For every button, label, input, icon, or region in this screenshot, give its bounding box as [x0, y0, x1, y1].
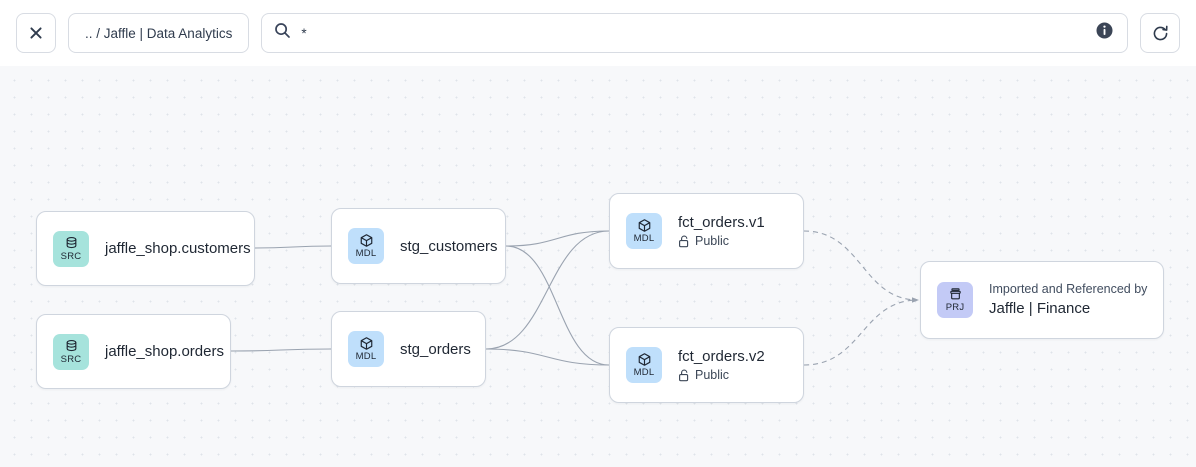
source-badge-label: SRC: [60, 250, 82, 262]
node-title: Jaffle | Finance: [989, 300, 1091, 317]
unlock-icon: [678, 235, 690, 248]
node-label-group: fct_orders.v1 Public: [678, 213, 765, 249]
source-badge: SRC: [53, 230, 89, 267]
model-badge: MDL: [348, 331, 384, 367]
edge-v1-to-project: [803, 230, 919, 303]
node-stg-customers[interactable]: MDL stg_customers: [331, 208, 506, 284]
edge-stg-customers-to-v1: [505, 230, 610, 247]
search-box[interactable]: [261, 13, 1128, 53]
close-button[interactable]: [16, 13, 56, 53]
edge-v2-to-project: [803, 297, 919, 366]
source-badge: SRC: [53, 333, 89, 370]
refresh-icon: [1151, 24, 1170, 43]
node-title: fct_orders.v2: [678, 348, 765, 365]
project-box-icon: [948, 287, 963, 302]
cube-icon: [637, 352, 652, 367]
cube-icon: [359, 336, 374, 351]
source-badge-label: SRC: [60, 353, 82, 365]
node-fct-orders-v1[interactable]: MDL fct_orders.v1 Public: [609, 193, 804, 269]
edge-stg-orders-to-v2: [485, 348, 610, 366]
model-badge-label: MDL: [355, 351, 377, 362]
search-icon: [274, 22, 291, 44]
unlock-icon: [678, 369, 690, 382]
node-title: jaffle_shop.customers: [105, 240, 251, 257]
model-badge: MDL: [626, 213, 662, 249]
node-relationship-label: Imported and Referenced by: [989, 282, 1148, 296]
node-label-group: stg_orders: [400, 340, 471, 359]
search-input[interactable]: [301, 14, 1086, 52]
toolbar: .. / Jaffle | Data Analytics: [0, 0, 1196, 66]
edge-stg-customers-to-v2: [505, 245, 610, 366]
breadcrumb-label: .. / Jaffle | Data Analytics: [85, 25, 233, 41]
cube-icon: [359, 233, 374, 248]
node-label-group: jaffle_shop.customers: [105, 239, 251, 258]
model-badge: MDL: [348, 228, 384, 264]
node-jaffle-shop-orders[interactable]: SRC jaffle_shop.orders: [36, 314, 231, 389]
database-icon: [64, 339, 79, 354]
visibility-label: Public: [695, 234, 730, 248]
node-title: stg_orders: [400, 340, 471, 358]
breadcrumb[interactable]: .. / Jaffle | Data Analytics: [68, 13, 250, 53]
project-badge: PRJ: [937, 282, 973, 318]
node-title: jaffle_shop.orders: [105, 343, 224, 360]
model-badge-label: MDL: [633, 367, 655, 378]
cube-icon: [637, 218, 652, 233]
node-label-group: Imported and Referenced by Jaffle | Fina…: [989, 281, 1147, 319]
node-fct-orders-v2[interactable]: MDL fct_orders.v2 Public: [609, 327, 804, 403]
database-icon: [64, 236, 79, 251]
node-visibility: Public: [678, 234, 765, 249]
project-badge-label: PRJ: [945, 302, 965, 313]
edge-orders-to-stg-orders: [230, 348, 332, 352]
model-badge-label: MDL: [633, 233, 655, 244]
graph-canvas[interactable]: SRC jaffle_shop.customers SRC jaffle_sh: [0, 66, 1196, 467]
refresh-button[interactable]: [1140, 13, 1180, 53]
edge-customers-to-stg-customers: [254, 245, 332, 249]
node-label-group: fct_orders.v2 Public: [678, 347, 765, 383]
node-stg-orders[interactable]: MDL stg_orders: [331, 311, 486, 387]
visibility-label: Public: [695, 368, 730, 382]
close-icon: [28, 25, 44, 41]
node-jaffle-finance-project[interactable]: PRJ Imported and Referenced by Jaffle | …: [920, 261, 1164, 339]
node-label-group: stg_customers: [400, 237, 498, 256]
node-title: stg_customers: [400, 237, 498, 255]
node-visibility: Public: [678, 368, 765, 383]
info-icon[interactable]: [1096, 22, 1113, 44]
node-label-group: jaffle_shop.orders: [105, 342, 224, 361]
model-badge: MDL: [626, 347, 662, 383]
node-jaffle-shop-customers[interactable]: SRC jaffle_shop.customers: [36, 211, 255, 286]
model-badge-label: MDL: [355, 248, 377, 259]
node-title: fct_orders.v1: [678, 214, 765, 231]
